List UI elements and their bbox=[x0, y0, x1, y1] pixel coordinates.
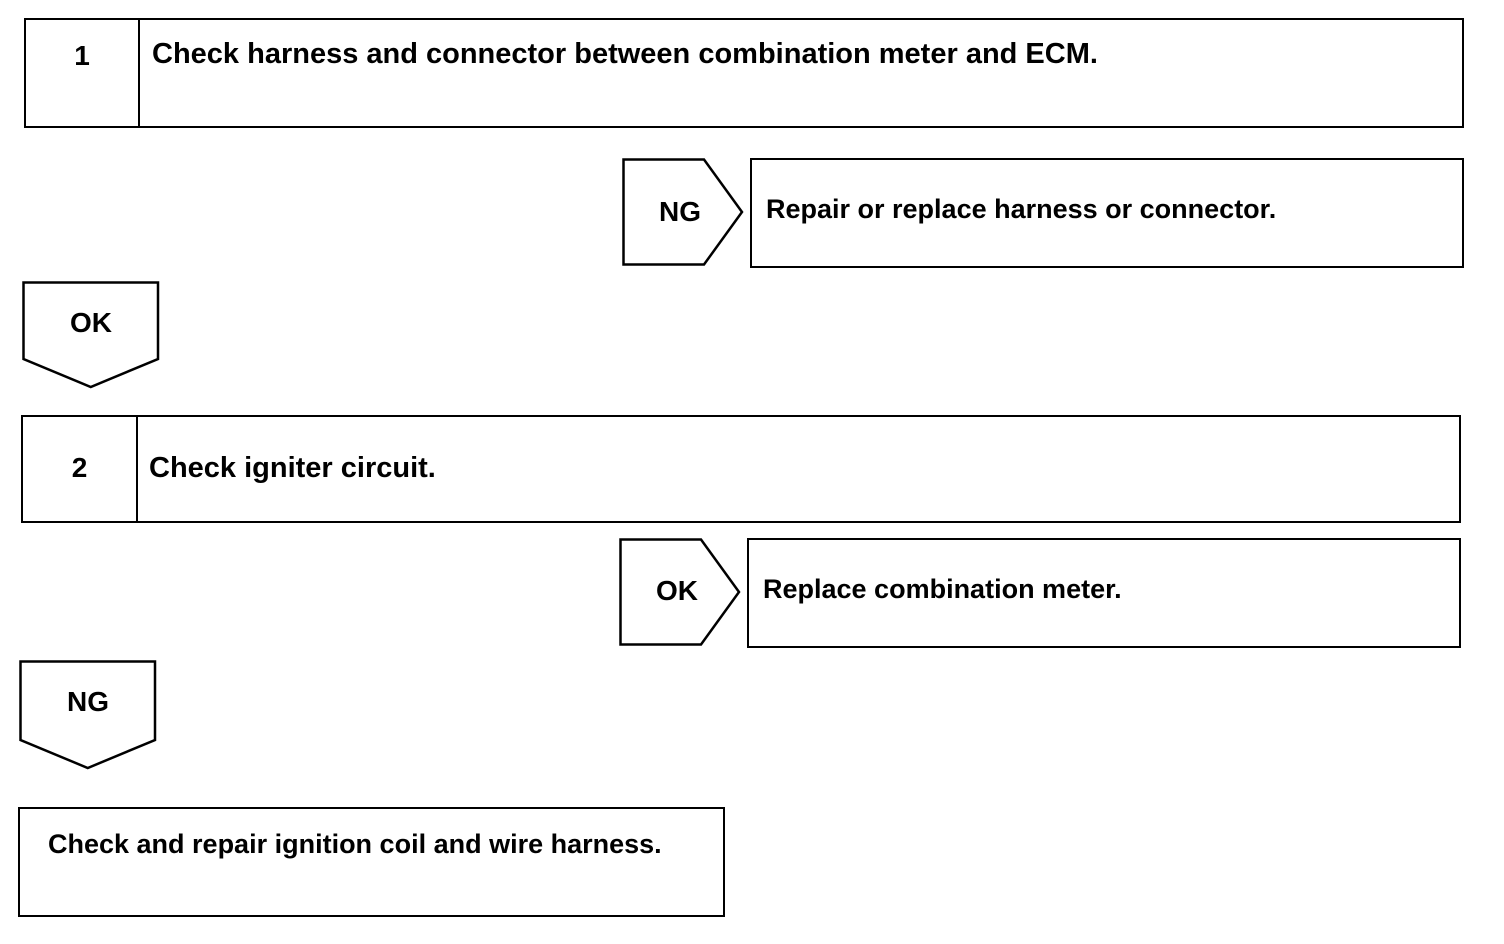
replace-meter-text: Replace combination meter. bbox=[763, 574, 1122, 604]
step-2-text: Check igniter circuit. bbox=[149, 452, 436, 484]
ng-down-arrow-2 bbox=[19, 660, 157, 770]
step-1-text: Check harness and connector between comb… bbox=[152, 38, 1098, 70]
ok-down-arrow-1 bbox=[22, 281, 160, 389]
repair-harness-text: Repair or replace harness or connector. bbox=[766, 194, 1277, 224]
replace-meter-box: Replace combination meter. bbox=[747, 538, 1461, 648]
ng-right-arrow-1 bbox=[622, 158, 744, 266]
ng-down-label-2: NG bbox=[67, 686, 109, 717]
ng-right-label-1: NG bbox=[659, 196, 701, 227]
step-1-box: 1 Check harness and connector between co… bbox=[24, 18, 1464, 128]
step-1-number: 1 bbox=[26, 20, 140, 126]
final-action-box: Check and repair ignition coil and wire … bbox=[18, 807, 725, 917]
ok-right-arrow-2 bbox=[619, 538, 741, 646]
final-action-text: Check and repair ignition coil and wire … bbox=[48, 829, 662, 859]
step-2-box: 2 Check igniter circuit. bbox=[21, 415, 1461, 523]
repair-harness-box: Repair or replace harness or connector. bbox=[750, 158, 1464, 268]
step-2-number: 2 bbox=[23, 417, 138, 521]
ok-down-label-1: OK bbox=[70, 307, 112, 338]
ok-right-label-2: OK bbox=[656, 575, 698, 606]
